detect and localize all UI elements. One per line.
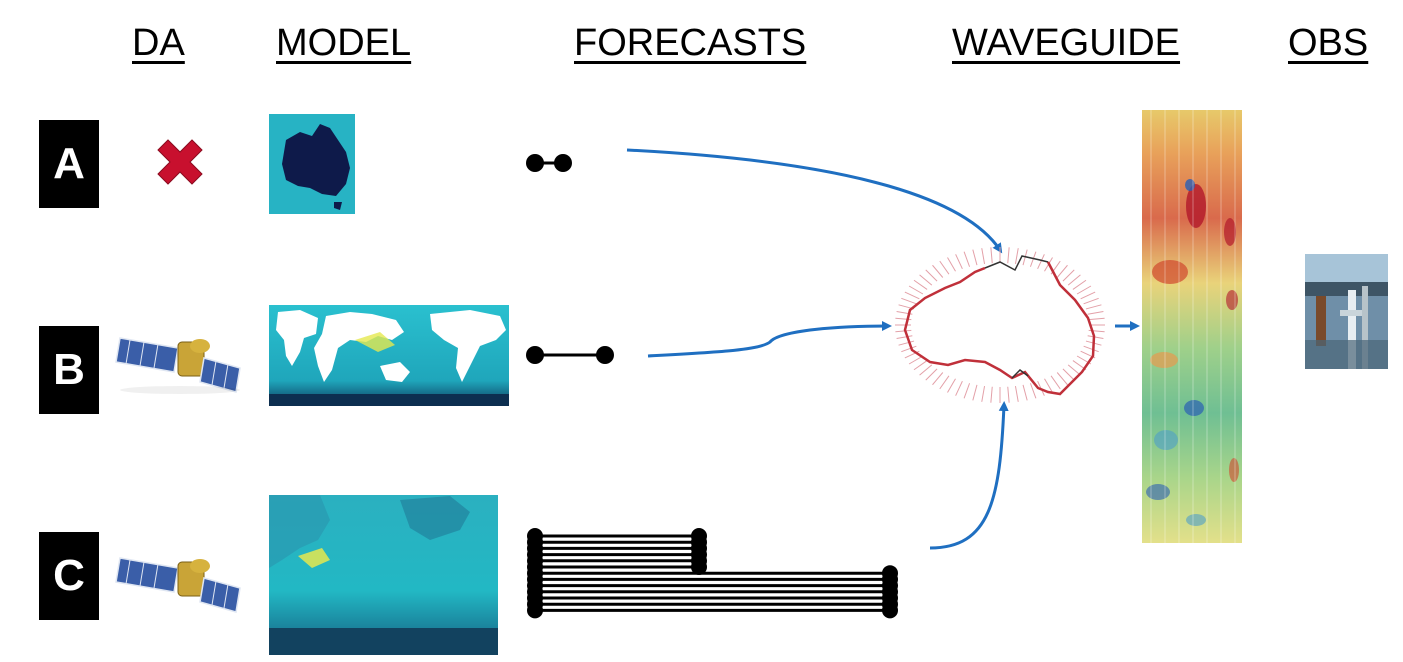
waveguide-spine [1007,247,1010,264]
waveguide-spine [1007,386,1010,403]
waveguide-spine [947,378,956,393]
waveguide-spine [904,291,920,300]
header-waveguide: WAVEGUIDE [952,22,1181,64]
waveguide-spine [1067,274,1081,286]
waveguide-spine [908,355,924,365]
waveguide-spine [1067,364,1081,376]
waveguide-spine [1087,335,1104,340]
header-obs: OBS [1288,22,1369,64]
waveguide-spine [896,335,913,340]
waveguide-spine [939,375,950,390]
ensemble-end-dot [691,559,707,575]
waveguide-spine [925,269,938,282]
waveguide-spine [895,329,912,333]
header-model: MODEL [276,22,412,64]
waveguide-spine [932,372,944,386]
waveguide-spine [955,380,963,396]
waveguide-spine [939,260,950,275]
waveguide-spine [1083,297,1099,305]
ensemble-end-dot [882,602,898,619]
waveguide-spine [901,345,917,353]
waveguide-spine [1014,248,1019,265]
australia-regional-map [269,114,355,214]
waveguide-spine [1044,378,1053,393]
arrow-b-to-waveguide [647,321,892,358]
waveguide-spine [1056,372,1068,386]
waveguide-spine [898,340,915,346]
satellite-icon [115,557,241,613]
waveguide-spine [947,257,956,272]
waveguide-spine [919,364,933,376]
waveguide-spine [1022,384,1028,401]
forecast-c-ensemble [527,528,898,619]
waveguide-spine [981,248,986,265]
row-label-b: B [39,326,99,414]
waveguide-spine [925,368,938,381]
row-label-c: C [39,532,99,620]
waveguide-spine [901,297,917,305]
waveguide-spine [972,384,978,401]
waveguide-spine [913,360,928,371]
waveguide-spine [1088,317,1105,321]
waveguide-spine [1056,264,1068,278]
global-map [269,305,509,406]
waveguide-spine [1080,291,1096,300]
arrow-a-to-waveguide [626,148,1003,254]
waveguide-spine [913,279,928,290]
waveguide-spine [1014,385,1019,402]
header-da: DA [132,22,185,64]
satellite-icon [115,337,241,394]
waveguide-spine [963,251,971,267]
waveguide-spine [1072,279,1087,290]
forecast-a [526,154,572,172]
row-label-a: A [39,120,99,208]
red-cross-icon [157,139,203,185]
ensemble-start-dot [527,602,543,619]
waveguide-spine [932,264,944,278]
waveguide-spine [990,386,993,403]
waveguide-spine [1087,310,1104,315]
forecast-b [526,346,614,364]
waveguide-spine [1029,383,1037,399]
waveguide-spine [972,249,978,266]
waveguide-spine [908,285,924,295]
arrow-c-to-waveguide [929,401,1009,550]
waveguide-spine [1076,285,1092,295]
waveguide-coastline [895,247,1105,403]
waveguide-spine [919,274,933,286]
waveguide-spine [1037,254,1045,270]
waveguide-spine [1085,304,1102,310]
ocean-basin-map [269,495,498,655]
obs-tide-gauge-photo [1305,254,1388,369]
waveguide-spine [963,383,971,399]
waveguide-hovmoller-strip [1142,110,1242,543]
header-forecasts: FORECASTS [574,22,807,64]
waveguide-spine [955,254,963,270]
waveguide-spine [981,385,986,402]
waveguide-spine [990,247,993,264]
waveguide-spine [1050,375,1061,390]
waveguide-spine [1083,345,1099,353]
waveguide-spine [1062,269,1075,282]
waveguide-spine [1062,368,1075,381]
